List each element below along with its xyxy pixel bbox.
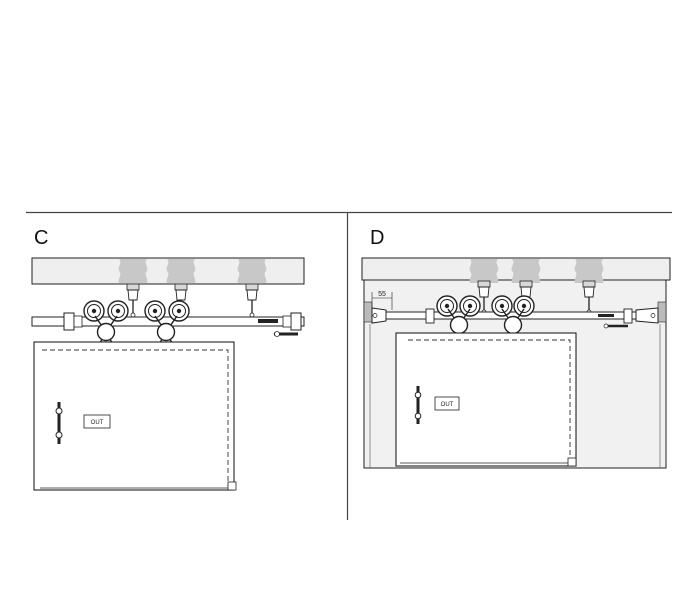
panel-c-door-handle xyxy=(55,402,63,444)
panel-c-roller-2 xyxy=(107,300,129,322)
panel-d-right-wall-block xyxy=(657,301,667,323)
panel-d-anchor-3 xyxy=(574,259,604,283)
panel-d-door-handle xyxy=(414,386,422,424)
panel-d-roller-1 xyxy=(436,295,458,317)
panel-d-door xyxy=(395,332,577,467)
panel-d-left-wall-block xyxy=(363,301,373,323)
panel-c-anchor-1 xyxy=(118,259,148,283)
panel-d-out-box xyxy=(434,396,460,411)
panel-c: C xyxy=(31,227,305,491)
panel-c-out-label: OUT xyxy=(91,420,104,426)
panel-d: D 55 xyxy=(361,227,671,469)
panel-d-roller-3 xyxy=(491,295,513,317)
panel-c-letter: C xyxy=(34,227,48,249)
panel-c-door xyxy=(33,341,235,491)
panel-d-letter: D xyxy=(370,227,384,249)
panel-c-roller-4 xyxy=(168,300,190,322)
panel-d-out-label: OUT xyxy=(441,402,454,408)
panel-d-anchor-2 xyxy=(511,259,541,283)
panel-c-roller-3 xyxy=(144,300,166,322)
panel-c-roller-1 xyxy=(83,300,105,322)
panel-c-out-box xyxy=(83,414,111,429)
panel-d-dimension: 55 xyxy=(371,291,393,310)
panel-c-anchor-3 xyxy=(237,259,267,283)
panel-c-anchor-2 xyxy=(166,259,196,283)
panel-c-mount-1 xyxy=(126,283,140,318)
svg-text:55: 55 xyxy=(378,291,386,298)
panel-c-mount-3 xyxy=(245,283,259,318)
panel-d-anchor-1 xyxy=(469,259,499,283)
panel-d-roller-2 xyxy=(459,295,481,317)
panel-d-roller-4 xyxy=(513,295,535,317)
